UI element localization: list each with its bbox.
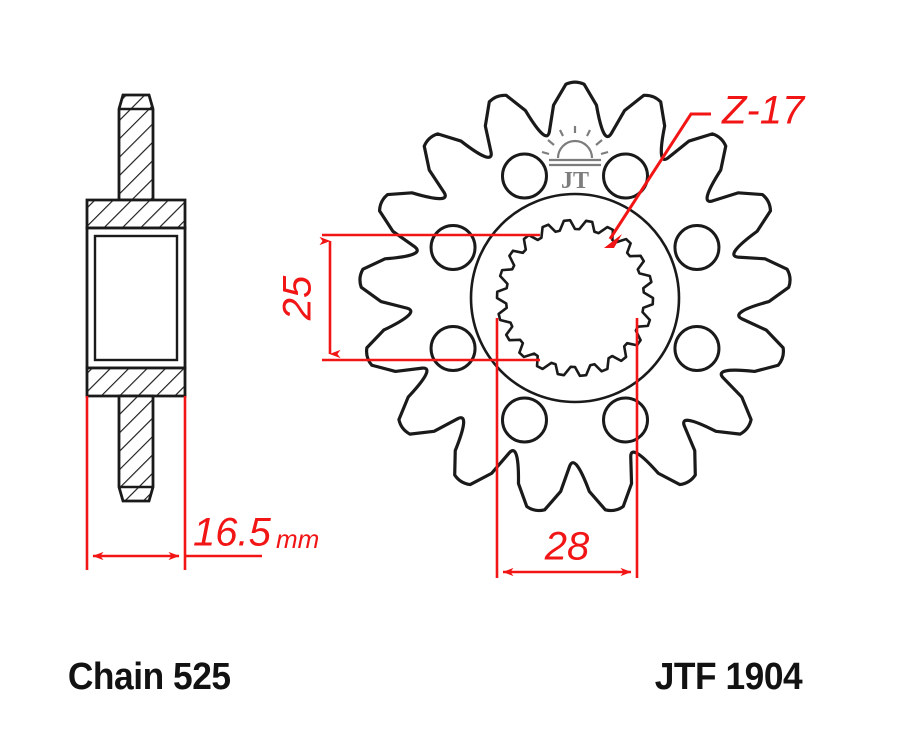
- dimension-thickness: 16.5 mm: [85, 396, 319, 570]
- dimension-spline-outer-diameter: 25: [276, 233, 540, 362]
- sunrise-dome-icon: [556, 139, 594, 159]
- internal-spline-profile: [495, 218, 655, 378]
- z17-leader-line: [608, 112, 711, 240]
- lightening-hole: [500, 152, 548, 200]
- teeth-count-callout: Z-17: [604, 89, 806, 248]
- thickness-unit-text: mm: [276, 524, 319, 554]
- lightening-hole: [500, 396, 548, 444]
- section-lower-tooth: [117, 394, 155, 503]
- section-upper-tooth: [117, 93, 155, 202]
- upper-tooth-body: [117, 93, 155, 202]
- z17-arrowhead: [604, 234, 622, 248]
- thickness-value-text: 16.5: [193, 511, 272, 555]
- upper-flange: [85, 198, 187, 230]
- dimension-spline-width: 28: [495, 318, 639, 578]
- sprocket-face-view: [358, 80, 792, 513]
- lightening-hole: [429, 223, 477, 271]
- spline-width-value-text: 28: [544, 525, 590, 569]
- lightening-hole: [673, 325, 721, 373]
- lightening-hole: [429, 325, 477, 373]
- z17-label-text: Z-17: [721, 89, 806, 133]
- logo-brand-text: JT: [561, 168, 589, 194]
- part-number-caption: JTF 1904: [655, 655, 804, 697]
- lightening-hole: [602, 152, 650, 200]
- spline-od-value-text: 25: [276, 275, 320, 321]
- lightening-hole: [602, 396, 650, 444]
- chain-caption: Chain 525: [68, 655, 231, 697]
- sprocket-cross-section-view: [85, 93, 187, 503]
- section-hub-bore: [85, 226, 187, 370]
- jt-sunrise-logo: JT: [541, 126, 609, 194]
- bore-inner-wall: [93, 234, 179, 362]
- sunrise-ray-group: [541, 126, 609, 156]
- lightening-hole: [673, 223, 721, 271]
- lower-flange: [85, 366, 187, 398]
- lower-tooth-body: [117, 394, 155, 503]
